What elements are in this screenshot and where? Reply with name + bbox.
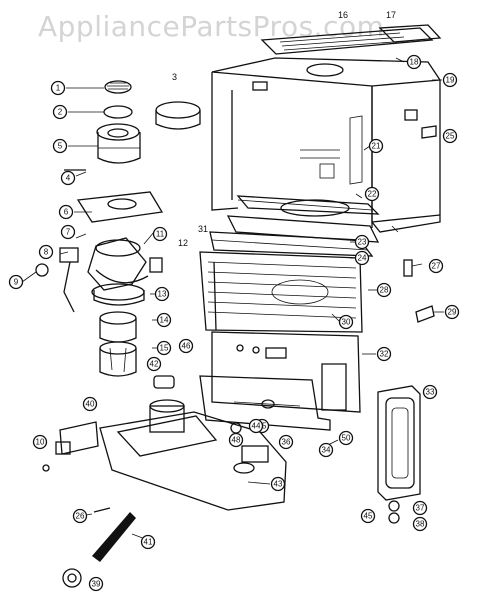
- svg-text:23: 23: [358, 238, 367, 247]
- callout-25: 25: [442, 128, 458, 144]
- base-and-tank: [99, 399, 287, 511]
- callout-10: 10: [32, 434, 48, 450]
- top-grille-plate: [260, 24, 442, 55]
- svg-text:33: 33: [426, 388, 435, 397]
- callout-12: 12: [178, 238, 188, 248]
- svg-text:22: 22: [368, 190, 377, 199]
- callout-2: 2: [52, 104, 68, 120]
- callout-16: 16: [338, 10, 348, 20]
- svg-text:38: 38: [416, 520, 425, 529]
- callout-18: 18: [406, 54, 422, 70]
- burner-assembly: [35, 80, 201, 389]
- svg-text:44: 44: [252, 422, 261, 431]
- callout-31: 31: [198, 224, 208, 234]
- svg-text:41: 41: [144, 538, 153, 547]
- svg-text:2: 2: [58, 108, 63, 117]
- callout-37: 37: [412, 500, 428, 516]
- svg-text:13: 13: [158, 290, 167, 299]
- callout-4: 4: [60, 170, 76, 186]
- svg-text:15: 15: [160, 344, 169, 353]
- callout-29: 29: [444, 304, 460, 320]
- svg-text:25: 25: [446, 132, 455, 141]
- callout-30: 30: [338, 314, 354, 330]
- callout-46: 46: [178, 338, 194, 354]
- callout-50: 50: [338, 430, 354, 446]
- callout-41: 41: [140, 534, 156, 550]
- svg-text:24: 24: [358, 254, 367, 263]
- callout-39: 39: [88, 576, 104, 592]
- svg-text:46: 46: [182, 342, 191, 351]
- callout-36: 36: [278, 434, 294, 450]
- svg-text:9: 9: [14, 278, 19, 287]
- callout-7: 7: [60, 224, 76, 240]
- svg-text:4: 4: [66, 174, 71, 183]
- svg-text:18: 18: [410, 58, 419, 67]
- callout-3: 3: [172, 72, 177, 82]
- callout-33: 33: [422, 384, 438, 400]
- callout-34: 34: [318, 442, 334, 458]
- front-grille-frame: [199, 251, 363, 333]
- svg-text:45: 45: [364, 512, 373, 521]
- callout-45: 45: [360, 508, 376, 524]
- svg-text:39: 39: [92, 580, 101, 589]
- svg-text:6: 6: [64, 208, 69, 217]
- callout-17: 17: [386, 10, 396, 20]
- callout-43: 43: [270, 476, 286, 492]
- svg-text:40: 40: [86, 400, 95, 409]
- callout-44: 44: [248, 418, 264, 434]
- svg-text:27: 27: [432, 262, 441, 271]
- leader-lines: [21, 57, 444, 541]
- callout-9: 9: [8, 274, 24, 290]
- callout-13: 13: [154, 286, 170, 302]
- svg-text:32: 32: [380, 350, 389, 359]
- svg-text:30: 30: [342, 318, 351, 327]
- svg-text:50: 50: [342, 434, 351, 443]
- svg-text:10: 10: [36, 438, 45, 447]
- callout-27: 27: [428, 258, 444, 274]
- cabinet-housing: [211, 57, 441, 233]
- callout-28: 28: [376, 282, 392, 298]
- heat-shield-frames: [209, 195, 380, 257]
- svg-text:7: 7: [66, 228, 71, 237]
- callout-42: 42: [146, 356, 162, 372]
- callout-24: 24: [354, 250, 370, 266]
- svg-text:28: 28: [380, 286, 389, 295]
- fuel-pump-parts: [42, 421, 136, 588]
- small-brackets: [403, 259, 435, 323]
- callout-15: 15: [156, 340, 172, 356]
- svg-text:5: 5: [58, 142, 63, 151]
- svg-text:8: 8: [44, 248, 49, 257]
- callout-48: 48: [228, 432, 244, 448]
- callout-38: 38: [412, 516, 428, 532]
- callout-40: 40: [82, 396, 98, 412]
- svg-text:42: 42: [150, 360, 159, 369]
- callout-8: 8: [38, 244, 54, 260]
- callout-11: 11: [152, 226, 168, 242]
- callout-19: 19: [442, 72, 458, 88]
- svg-text:36: 36: [282, 438, 291, 447]
- callout-32: 32: [376, 346, 392, 362]
- svg-text:26: 26: [76, 512, 85, 521]
- svg-text:11: 11: [156, 230, 165, 239]
- callout-5: 5: [52, 138, 68, 154]
- svg-text:37: 37: [416, 504, 425, 513]
- callout-26: 26: [72, 508, 88, 524]
- lower-front-panel: [199, 331, 361, 431]
- callout-23: 23: [354, 234, 370, 250]
- callout-6: 6: [58, 204, 74, 220]
- callout-22: 22: [364, 186, 380, 202]
- svg-text:29: 29: [448, 308, 457, 317]
- callout-14: 14: [156, 312, 172, 328]
- svg-text:48: 48: [232, 436, 241, 445]
- svg-text:14: 14: [160, 316, 169, 325]
- svg-text:34: 34: [322, 446, 331, 455]
- svg-text:43: 43: [274, 480, 283, 489]
- svg-text:21: 21: [372, 142, 381, 151]
- callout-21: 21: [368, 138, 384, 154]
- svg-text:19: 19: [446, 76, 455, 85]
- svg-text:1: 1: [56, 84, 61, 93]
- side-tank-door: [377, 385, 421, 524]
- callout-1: 1: [50, 80, 66, 96]
